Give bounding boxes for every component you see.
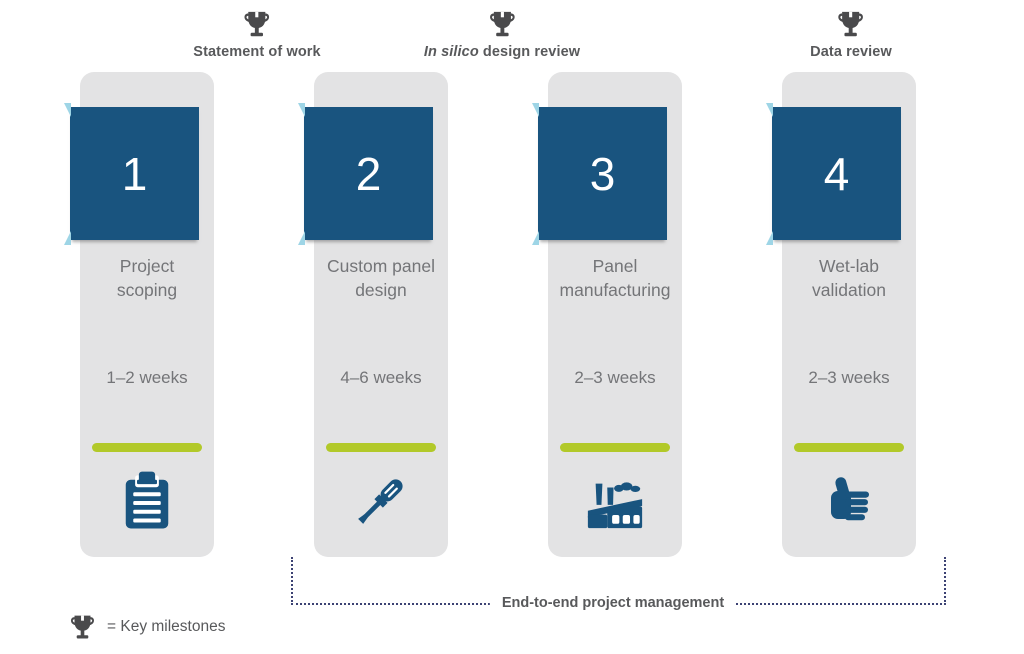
step-card-custom-panel-design: 2 Custom panel design 4–6 weeks [298, 72, 448, 557]
factory-icon [584, 470, 646, 532]
step-card-wet-lab-validation: 4 Wet-lab validation 2–3 weeks [766, 72, 916, 557]
legend-label: = Key milestones [107, 617, 226, 635]
corner-accent [532, 103, 539, 117]
step-title: Panel manufacturing [559, 256, 671, 300]
trophy-icon [70, 615, 95, 639]
bracket-label: End-to-end project management [489, 595, 737, 611]
green-divider [92, 443, 202, 452]
step-number-square: 3 [532, 103, 667, 245]
milestone-label: Statement of work [193, 44, 321, 60]
thumbs-up-icon [818, 470, 880, 532]
step-title: Project scoping [116, 256, 178, 300]
milestone-label-italic: In silico [423, 44, 479, 60]
step-number-square: 1 [64, 103, 199, 245]
step-card-panel-manufacturing: 3 Panel manufacturing 2–3 weeks [532, 72, 682, 557]
milestone-label-rest: design review [478, 44, 581, 60]
corner-accent [766, 231, 773, 245]
milestone-in-silico-design-review: In silico design review [424, 8, 580, 60]
step-card-project-scoping: 1 Project scoping 1–2 weeks [64, 72, 214, 557]
milestone-label: In silico design review [424, 44, 580, 60]
step-number-square: 4 [766, 103, 901, 245]
trophy-icon [244, 11, 270, 37]
step-title: Wet-lab validation [812, 256, 886, 300]
step-duration: 2–3 weeks [808, 368, 890, 387]
green-divider [794, 443, 904, 452]
trophy-icon [489, 11, 515, 37]
clipboard-icon [116, 470, 178, 532]
step-number-square: 2 [298, 103, 433, 245]
milestone-statement-of-work: Statement of work [193, 8, 321, 60]
step-number: 1 [121, 147, 148, 200]
step-duration: 1–2 weeks [106, 368, 188, 387]
corner-accent [532, 231, 539, 245]
key-milestones-legend: = Key milestones [68, 612, 225, 641]
corner-accent [298, 103, 305, 117]
screwdriver-icon [350, 470, 412, 532]
step-number: 4 [823, 147, 850, 200]
step-number: 2 [355, 147, 382, 200]
milestone-data-review: Data review [810, 8, 892, 60]
corner-accent [298, 231, 305, 245]
corner-accent [766, 103, 773, 117]
corner-accent [64, 103, 71, 117]
step-number: 3 [589, 147, 616, 200]
green-divider [560, 443, 670, 452]
step-duration: 4–6 weeks [340, 368, 422, 387]
step-title: Custom panel design [327, 256, 435, 300]
green-divider [326, 443, 436, 452]
milestone-label: Data review [810, 44, 892, 60]
step-duration: 2–3 weeks [574, 368, 656, 387]
trophy-icon [838, 11, 864, 37]
corner-accent [64, 231, 71, 245]
